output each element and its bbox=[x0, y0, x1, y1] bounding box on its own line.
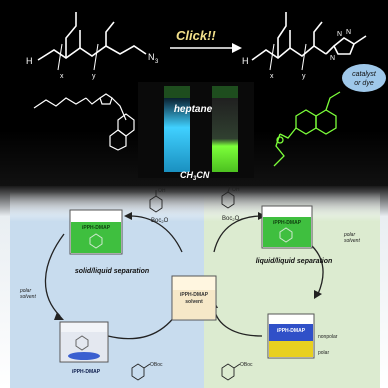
right-solvent-2: solvent bbox=[344, 238, 360, 244]
reaction-panel: H x y N 3 Click!! H x y bbox=[0, 0, 388, 186]
azide-sub: 3 bbox=[155, 59, 159, 65]
oh-label-right: OH bbox=[232, 187, 240, 193]
beaker-center bbox=[171, 275, 217, 321]
right-solvent-1: polar bbox=[343, 232, 355, 238]
beaker-label-precip: iPPH-DMAP bbox=[72, 369, 101, 375]
bubble-line1: catalyst bbox=[352, 71, 377, 78]
left-title: solid/liquid separation bbox=[75, 268, 149, 275]
y-subscript: y bbox=[92, 73, 96, 80]
product-structure bbox=[251, 12, 367, 71]
center-beaker-line1: iPPH-DMAP bbox=[180, 292, 209, 298]
product-structure-right bbox=[221, 363, 241, 381]
triazole-n1: N bbox=[337, 31, 342, 38]
y-subscript-product: y bbox=[302, 73, 306, 80]
polar-label: polar bbox=[318, 350, 329, 356]
arrow-head-icon bbox=[124, 212, 132, 220]
beaker-bottom-left bbox=[59, 321, 109, 363]
phenol-structure-right bbox=[221, 186, 235, 209]
catalyst-bubble bbox=[342, 64, 386, 92]
boc-reagent-left: Boc2O bbox=[151, 218, 169, 224]
arrow-head-icon bbox=[314, 290, 322, 299]
x-subscript: x bbox=[60, 73, 64, 80]
reaction-scheme: H x y N 3 Click!! H x y bbox=[26, 12, 386, 182]
beaker-bottom-right bbox=[267, 313, 315, 359]
beaker-label-biphase: iPPH-DMAP bbox=[277, 328, 306, 334]
beaker-top-left bbox=[69, 209, 123, 255]
oboc-label-left: OBoc bbox=[150, 362, 163, 368]
center-beaker-line2: solvent bbox=[185, 299, 203, 305]
product-structure-left bbox=[131, 363, 151, 381]
arrow-head-icon bbox=[54, 312, 64, 320]
azide-label: N bbox=[148, 52, 155, 62]
beaker-top-right bbox=[261, 205, 313, 249]
beaker-label-dissolved-right: iPPH-DMAP bbox=[273, 220, 302, 226]
click-label: Click!! bbox=[176, 28, 216, 43]
left-solvent-1: polar bbox=[19, 288, 31, 294]
oboc-label-right: OBoc bbox=[240, 362, 253, 368]
bubble-line2: or dye bbox=[354, 80, 374, 87]
vial-cap-left bbox=[164, 86, 190, 98]
x-subscript-product: x bbox=[270, 73, 274, 80]
beaker-label-dissolved: iPPH-DMAP bbox=[82, 225, 111, 231]
recycle-diagram: iPPH-DMAP iPPH-DMAP iPPH-DMAP solvent bbox=[10, 186, 380, 388]
h-label-product: H bbox=[242, 56, 249, 66]
reactant-structure bbox=[37, 12, 147, 71]
arrow-head-icon bbox=[232, 43, 242, 53]
recycle-panel: iPPH-DMAP iPPH-DMAP iPPH-DMAP solvent bbox=[0, 186, 388, 388]
heptane-label: heptane bbox=[174, 104, 213, 115]
triazole-n2: N bbox=[346, 29, 351, 36]
vial-cap-right bbox=[212, 86, 238, 98]
nonpolar-label: nonpolar bbox=[318, 334, 338, 340]
dansyl-polymer-structure bbox=[33, 93, 135, 151]
phenol-structure-left bbox=[149, 190, 163, 213]
acetonitrile-label: CH3CN bbox=[180, 170, 210, 182]
triazole-n3: N bbox=[330, 55, 335, 62]
vial-left-blue bbox=[164, 98, 190, 172]
green-dye-structure bbox=[273, 91, 341, 167]
right-title: liquid/liquid separation bbox=[256, 258, 333, 265]
vial-right-green bbox=[212, 98, 238, 172]
oh-label-left: OH bbox=[158, 188, 166, 194]
left-solvent-2: solvent bbox=[20, 294, 36, 300]
h-label: H bbox=[26, 56, 33, 66]
boc-reagent-right: Boc2O bbox=[222, 216, 240, 222]
